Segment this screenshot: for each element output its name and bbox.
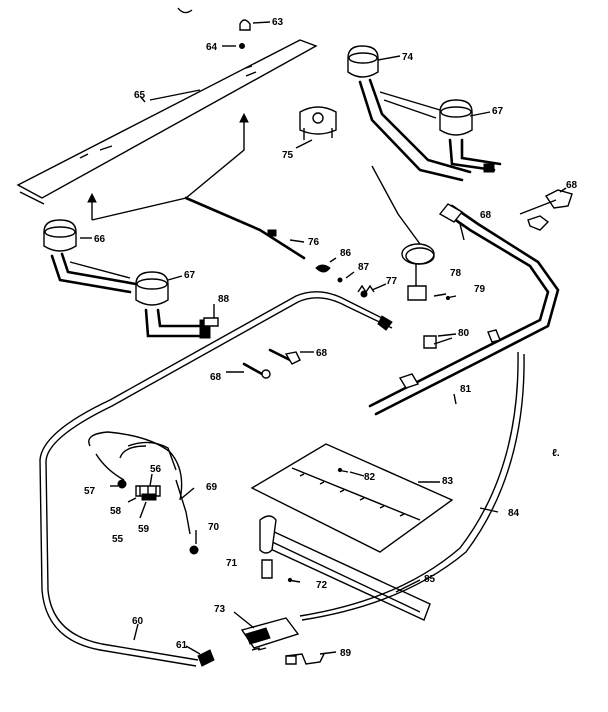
part-86-nut xyxy=(315,264,331,273)
part-59-switch xyxy=(141,493,157,501)
part-thermostat-wires xyxy=(88,431,183,501)
label-67-right: 67 xyxy=(492,106,504,117)
label-84: 84 xyxy=(508,508,520,519)
label-80: 80 xyxy=(458,328,470,339)
part-65-manifold-bracket xyxy=(16,39,318,205)
margin-mark: ℓ. xyxy=(552,448,560,459)
label-88: 88 xyxy=(218,294,230,305)
label-81: 81 xyxy=(460,384,472,395)
part-66-burner-head xyxy=(43,219,77,252)
part-top-clip xyxy=(177,7,193,14)
label-65: 65 xyxy=(134,90,146,101)
part-61-fitting xyxy=(197,649,215,667)
label-86: 86 xyxy=(340,248,352,259)
part-68-fitting-lower xyxy=(242,362,271,379)
part-69-wire xyxy=(175,479,191,535)
part-66-burner-tube xyxy=(50,252,138,294)
label-79: 79 xyxy=(474,284,486,295)
label-61: 61 xyxy=(176,640,188,651)
part-88-orifice xyxy=(203,317,219,327)
part-71-clip xyxy=(261,559,273,579)
label-82: 82 xyxy=(364,472,376,483)
label-70: 70 xyxy=(208,522,220,533)
part-75-switch xyxy=(299,106,337,140)
label-87: 87 xyxy=(358,262,370,273)
part-74-burner-head xyxy=(347,45,379,78)
label-73: 73 xyxy=(214,604,226,615)
label-60: 60 xyxy=(132,616,144,627)
label-67-left: 67 xyxy=(184,270,196,281)
label-76: 76 xyxy=(308,237,320,248)
part-73-valve xyxy=(240,617,300,651)
part-68-fitting-upper xyxy=(519,189,573,231)
part-60-loop-tube xyxy=(39,291,393,667)
part-85-burner-tube xyxy=(259,515,431,621)
label-59: 59 xyxy=(138,524,150,535)
part-87-screw xyxy=(337,277,343,283)
label-68-left: 68 xyxy=(210,372,222,383)
part-82-screw xyxy=(337,467,349,473)
part-63-knob xyxy=(239,19,271,31)
part-67-burner-head-right xyxy=(439,99,473,136)
label-64: 64 xyxy=(206,42,218,53)
part-76-rod xyxy=(184,196,306,260)
part-89-bracket xyxy=(285,653,325,665)
label-75: 75 xyxy=(282,150,294,161)
label-68-top-right: 68 xyxy=(566,180,578,191)
label-66: 66 xyxy=(94,234,106,245)
bracket-arrow-lines xyxy=(87,112,249,221)
label-83: 83 xyxy=(442,476,454,487)
part-84-gas-line xyxy=(299,351,525,621)
label-78: 78 xyxy=(450,268,462,279)
part-80-valve xyxy=(423,335,453,349)
part-70-screw xyxy=(189,545,199,555)
label-57: 57 xyxy=(84,486,96,497)
part-83-plate xyxy=(250,443,454,553)
part-77-spring xyxy=(357,284,375,298)
label-72: 72 xyxy=(316,580,328,591)
label-63: 63 xyxy=(272,17,284,28)
label-58: 58 xyxy=(110,506,122,517)
part-67-tube-left xyxy=(144,308,211,339)
part-67-tube-right xyxy=(448,138,502,173)
part-67-burner-head-left xyxy=(135,271,169,306)
part-72-screw xyxy=(287,577,301,583)
part-64-screw xyxy=(222,43,245,49)
part-81-manifold-pipe xyxy=(368,203,560,416)
label-68-right: 68 xyxy=(480,210,492,221)
label-69: 69 xyxy=(206,482,218,493)
label-55: 55 xyxy=(112,534,124,545)
label-56: 56 xyxy=(150,464,162,475)
part-74-burner-tube xyxy=(358,78,472,182)
leader-lines xyxy=(80,55,567,655)
label-77: 77 xyxy=(386,276,398,287)
part-68-fitting-mid xyxy=(268,348,301,365)
label-74: 74 xyxy=(402,52,414,63)
part-78-coil xyxy=(371,165,435,301)
label-68-mid: 68 xyxy=(316,348,328,359)
label-89: 89 xyxy=(340,648,352,659)
part-number-labels: 63 64 65 74 67 75 68 68 66 76 86 87 67 7… xyxy=(84,17,578,659)
label-71: 71 xyxy=(226,558,238,569)
label-85: 85 xyxy=(424,574,436,585)
part-57-knob xyxy=(117,479,127,489)
part-79-screw xyxy=(445,295,457,300)
